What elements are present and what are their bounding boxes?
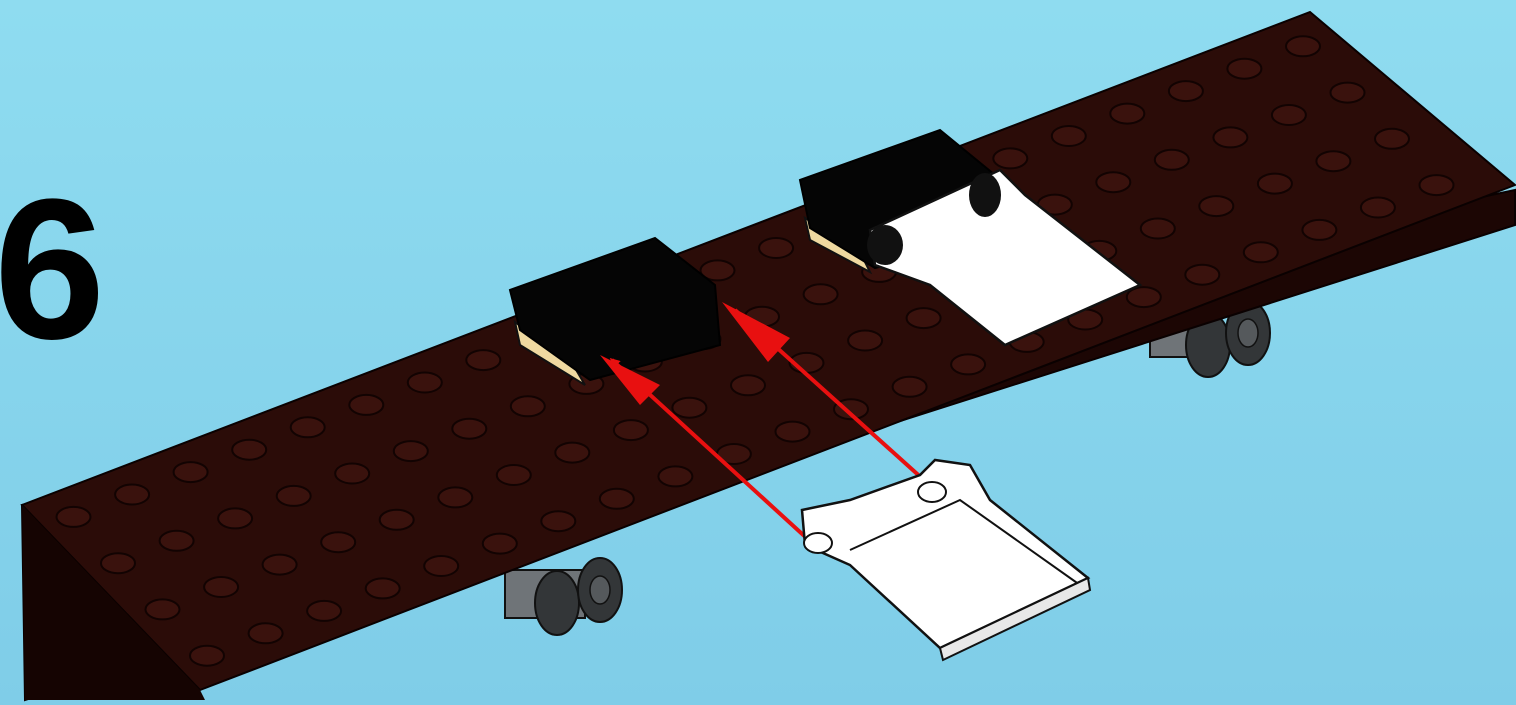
- plate-stud: [672, 398, 706, 418]
- plate-stud: [218, 508, 252, 528]
- plate-stud: [483, 534, 517, 554]
- plate-stud: [951, 354, 985, 374]
- plate-stud: [555, 443, 589, 463]
- plate-stud: [438, 487, 472, 507]
- plate-stud: [160, 531, 194, 551]
- plate-stud: [452, 419, 486, 439]
- plate-stud: [993, 148, 1027, 168]
- plate-stud: [321, 532, 355, 552]
- wheel-holder-front: [505, 558, 622, 635]
- plate-stud: [1420, 175, 1454, 195]
- plate-stud: [249, 623, 283, 643]
- plate-stud: [1169, 81, 1203, 101]
- plate-stud: [600, 489, 634, 509]
- plate-stud: [1185, 265, 1219, 285]
- plate-stud: [380, 510, 414, 530]
- plate-stud: [263, 555, 297, 575]
- plate-stud: [232, 440, 266, 460]
- plate-stud: [614, 420, 648, 440]
- plate-stud: [1302, 220, 1336, 240]
- plate-stud: [349, 395, 383, 415]
- plate-stud: [57, 507, 91, 527]
- plate-stud: [366, 578, 400, 598]
- plate-stud: [541, 511, 575, 531]
- plate-stud: [658, 466, 692, 486]
- plate-stud: [1375, 129, 1409, 149]
- plate-stud: [511, 396, 545, 416]
- plate-stud: [1110, 104, 1144, 124]
- plate-stud: [394, 441, 428, 461]
- plate-stud: [466, 350, 500, 370]
- plate-stud: [1155, 150, 1189, 170]
- plate-stud: [893, 377, 927, 397]
- plate-stud: [174, 462, 208, 482]
- plate-stud: [1052, 126, 1086, 146]
- plate-stud: [408, 373, 442, 393]
- plate-stud: [776, 422, 810, 442]
- plate-stud: [1331, 83, 1365, 103]
- plate-stud: [1272, 105, 1306, 125]
- plate-stud: [307, 601, 341, 621]
- plate-stud: [1199, 196, 1233, 216]
- plate-stud: [204, 577, 238, 597]
- hinge-clip: [804, 533, 832, 553]
- plate-stud: [115, 485, 149, 505]
- hinge-clip: [918, 482, 946, 502]
- plate-stud: [146, 599, 180, 619]
- plate-stud: [1213, 127, 1247, 147]
- plate-stud: [848, 331, 882, 351]
- plate-stud: [101, 553, 135, 573]
- wheel: [535, 571, 579, 635]
- plate-stud: [497, 465, 531, 485]
- white-hinge-flap: [802, 460, 1090, 660]
- plate-stud: [190, 646, 224, 666]
- plate-stud: [424, 556, 458, 576]
- plate-stud: [1361, 198, 1395, 218]
- plate-stud: [1286, 36, 1320, 56]
- plate-stud: [804, 284, 838, 304]
- plate-stud: [731, 375, 765, 395]
- plate-stud: [1316, 151, 1350, 171]
- plate-stud: [907, 308, 941, 328]
- plate-stud: [291, 417, 325, 437]
- plate-stud: [1127, 287, 1161, 307]
- plate-stud: [1096, 172, 1130, 192]
- plate-stud: [1141, 219, 1175, 239]
- plate-stud: [1227, 59, 1261, 79]
- plate-stud: [759, 238, 793, 258]
- plate-stud: [277, 486, 311, 506]
- plate-stud: [335, 464, 369, 484]
- plate-stud: [1258, 174, 1292, 194]
- plate-stud: [1244, 242, 1278, 262]
